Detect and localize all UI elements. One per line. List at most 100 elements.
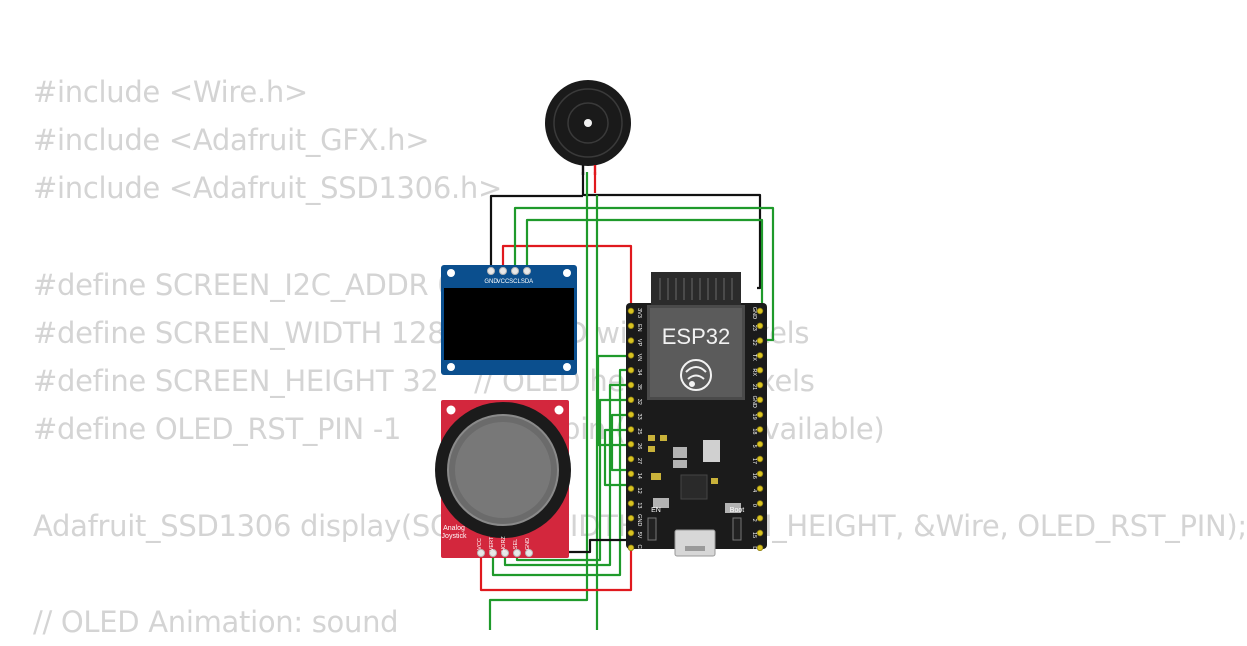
esp32-pin-label: 18 [751, 428, 757, 434]
joystick-pin-label: SEL [513, 539, 519, 549]
code-line: #include <Adafruit_SSD1306.h> [33, 171, 502, 206]
esp32-pin[interactable] [756, 381, 764, 389]
esp32-pin-label: GND [751, 307, 757, 319]
esp32-pin[interactable] [756, 426, 764, 433]
esp32-pin-label: 15 [751, 532, 757, 538]
wire-joy-sel[interactable] [515, 398, 631, 562]
esp32-pin-label: 13 [636, 502, 642, 508]
wire-buzzer-gnd[interactable] [581, 172, 762, 290]
esp32-pin-label: CLK [636, 544, 642, 555]
wire-joy-vert[interactable] [491, 368, 631, 577]
wire-buzzer-long[interactable] [488, 172, 589, 630]
esp32-label: ESP32 [662, 324, 731, 349]
wire-esp-internal-2[interactable] [603, 428, 631, 487]
esp32-pin[interactable] [756, 411, 764, 418]
esp32-pin-label: 26 [636, 443, 642, 449]
esp32-pin[interactable] [756, 470, 764, 477]
esp32-pin[interactable] [627, 381, 635, 389]
esp32-board[interactable]: ESP32 EN Boot 3V3ENVPVN34353233252627141… [626, 272, 767, 557]
code-line: #include <Wire.h> [33, 75, 308, 109]
esp32-pin[interactable] [756, 307, 764, 315]
esp32-pin-label: 5V [636, 532, 642, 539]
esp32-pin-label: 27 [636, 458, 642, 464]
oled-pin-label: SCL [509, 279, 521, 285]
esp32-pin-label: 2 [751, 519, 757, 522]
code-line: #include <Adafruit_GFX.h> [33, 123, 430, 158]
esp32-pin-label: 33 [636, 414, 642, 420]
esp32-pin[interactable] [756, 441, 764, 448]
esp32-pin[interactable] [627, 411, 635, 418]
esp32-pin-label: 12 [636, 488, 642, 494]
esp32-pin-label: VN [636, 354, 642, 362]
joystick-label-line2: Joystick [442, 533, 467, 540]
esp32-pin[interactable] [627, 470, 635, 477]
esp32-en-label: EN [651, 507, 661, 514]
wire-oled-vcc[interactable] [501, 244, 633, 310]
esp32-pin[interactable] [756, 352, 764, 359]
esp32-pin-label: 25 [636, 428, 642, 434]
code-line: // OLED Animation: sound [33, 605, 399, 640]
espressif-logo-icon [680, 359, 712, 391]
esp32-pin[interactable] [627, 485, 635, 492]
esp32-pin[interactable] [756, 322, 764, 329]
wire-oled-scl[interactable] [513, 206, 775, 342]
buzzer[interactable] [545, 80, 631, 175]
wire-oled-gnd[interactable] [489, 194, 583, 268]
wire-joy-horz[interactable] [503, 383, 631, 567]
esp32-pin[interactable] [627, 307, 635, 315]
esp32-pin-label: 4 [751, 489, 757, 492]
esp32-pin[interactable] [627, 455, 635, 463]
esp32-pin-label: 21 [751, 384, 757, 390]
esp32-pin[interactable] [627, 337, 635, 344]
wire-esp-internal-3[interactable] [596, 354, 631, 447]
esp32-pin[interactable] [756, 500, 764, 507]
esp32-pin[interactable] [756, 529, 764, 537]
esp32-pin-label: 5 [751, 445, 757, 448]
wire-esp-internal-1[interactable] [610, 413, 631, 472]
esp32-pin-label: 22 [751, 340, 757, 346]
esp32-pin[interactable] [756, 544, 764, 551]
esp32-pin[interactable] [627, 352, 635, 359]
esp32-boot-label: Boot [730, 507, 744, 514]
esp32-pin-label: EN [636, 324, 642, 332]
esp32-pin-label: 32 [636, 399, 642, 405]
joystick-pin-label: GND [525, 538, 531, 550]
esp32-pin[interactable] [627, 367, 635, 374]
esp32-pin[interactable] [756, 396, 764, 403]
esp32-pin[interactable] [627, 322, 635, 329]
esp32-pin-label: VP [636, 339, 642, 347]
esp32-pin-label: GND [636, 514, 642, 526]
esp32-pin-label: 19 [751, 414, 757, 420]
esp32-pin[interactable] [627, 441, 635, 448]
esp32-pin[interactable] [627, 396, 635, 403]
esp32-pin[interactable] [627, 426, 635, 433]
esp32-pin-label: GND [751, 396, 757, 408]
joystick-pin-label: VCC [477, 538, 483, 550]
esp32-pin[interactable] [756, 515, 764, 522]
code-editor-background: #include <Wire.h> #include <Adafruit_GFX.… [33, 68, 1247, 646]
esp32-pin-label: D1 [751, 546, 757, 553]
esp32-pin[interactable] [627, 529, 635, 537]
oled-pin-label: VCC [497, 279, 510, 285]
esp32-pin-label: 35 [636, 384, 642, 390]
esp32-pin[interactable] [756, 367, 764, 374]
esp32-pin-label: 17 [751, 458, 757, 464]
usb-port[interactable] [674, 529, 716, 557]
esp32-pin-label: 14 [636, 473, 642, 479]
esp32-pin[interactable] [627, 515, 635, 522]
esp32-pin[interactable] [756, 455, 764, 463]
oled-pin-label: GND [484, 279, 498, 285]
oled-pin-label: SDA [521, 279, 533, 285]
esp32-pin[interactable] [756, 337, 764, 344]
esp32-pin[interactable] [627, 544, 635, 551]
esp32-pin-label: RX [751, 368, 757, 376]
esp32-pin-label: 3V3 [636, 308, 642, 318]
esp32-pin[interactable] [627, 500, 635, 507]
joystick-label-line1: Analog [443, 525, 465, 532]
esp32-pin[interactable] [756, 485, 764, 492]
